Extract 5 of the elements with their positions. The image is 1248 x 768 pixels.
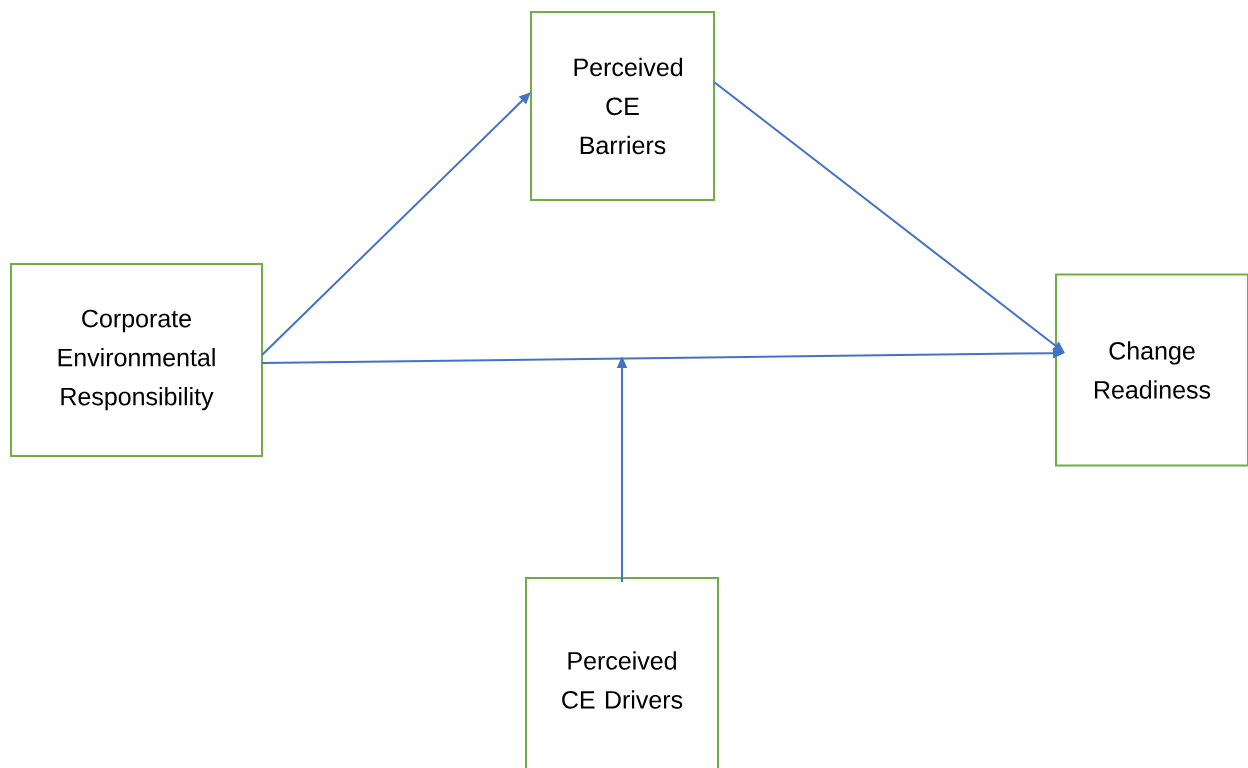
box: Corporate Environmental Responsibility	[10, 263, 263, 457]
box: Perceived CE Drivers	[525, 577, 719, 768]
arrow	[261, 92, 531, 356]
box: Perceived CE Barriers	[530, 11, 715, 201]
box: Change Readiness	[1055, 273, 1248, 467]
